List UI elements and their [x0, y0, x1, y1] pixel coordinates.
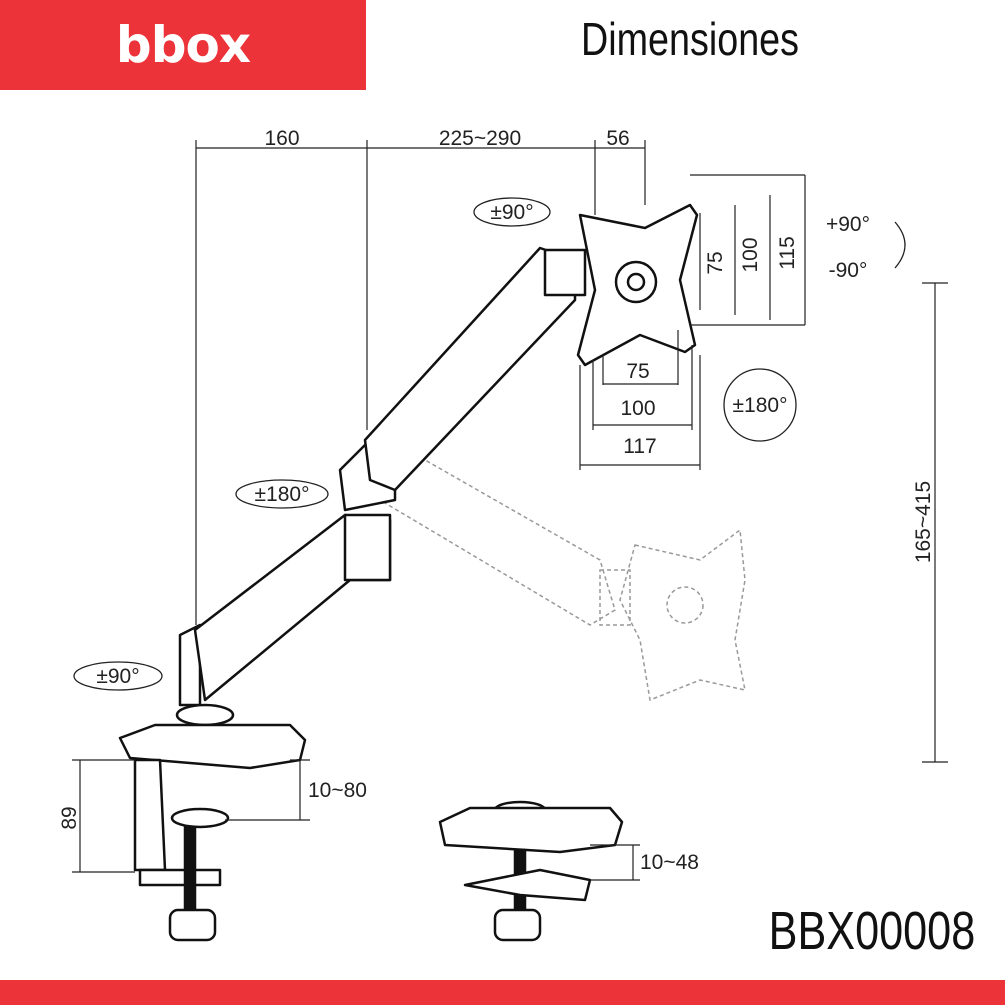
- dim-vesa-v-115: 115: [776, 236, 799, 269]
- dim-vesa-h-117: 117: [623, 435, 656, 458]
- top-dimension-lines: [195, 140, 646, 625]
- dim-vesa-v-100: 100: [739, 237, 762, 272]
- dim-grommet-range: 10~48: [640, 851, 699, 874]
- rotation-tilt: +90° -90°: [826, 213, 906, 282]
- monitor-arm: [118, 203, 699, 942]
- clamp-dimension-lines: [72, 759, 640, 881]
- product-code: BBX00008: [768, 901, 975, 961]
- page-title: Dimensiones: [580, 13, 800, 65]
- tilt-down-label: -90°: [829, 259, 868, 282]
- rotation-elbow: ±180°: [235, 479, 329, 509]
- dim-clamp-range: 10~80: [308, 779, 367, 802]
- logo-text: bbox: [115, 16, 251, 74]
- dim-clamp-89: 89: [58, 806, 81, 829]
- rotation-screen: ±180°: [723, 368, 797, 442]
- lowered-arm-ghost: [379, 438, 746, 702]
- dim-160: 160: [264, 127, 299, 150]
- rotation-head-swivel: ±90°: [473, 197, 551, 227]
- dim-vesa-h-100: 100: [620, 397, 655, 420]
- dim-56: 56: [606, 127, 629, 150]
- rotation-label: ±180°: [733, 394, 788, 417]
- dim-height-range: 165~415: [912, 481, 935, 563]
- rotation-label: ±90°: [490, 201, 533, 224]
- dim-vesa-h-75: 75: [626, 360, 649, 383]
- height-dimension-line: [922, 282, 948, 763]
- dim-vesa-v-75: 75: [704, 251, 727, 274]
- rotation-base: ±90°: [73, 661, 163, 691]
- dim-225-290: 225~290: [439, 127, 521, 150]
- vesa-dimension-lines: [579, 174, 806, 470]
- rotation-label: ±180°: [255, 483, 310, 506]
- footer-bar: [0, 980, 1005, 1005]
- rotation-label: ±90°: [96, 665, 139, 688]
- tilt-up-label: +90°: [826, 213, 870, 236]
- bbox-logo: bbox: [0, 0, 366, 90]
